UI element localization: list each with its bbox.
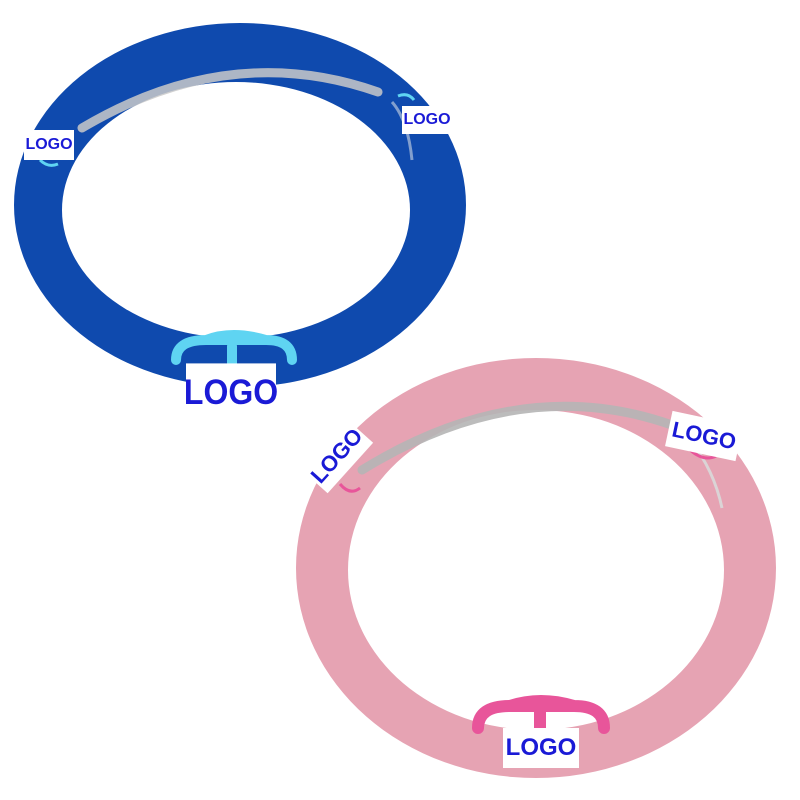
blue-left-accent: [38, 158, 59, 167]
pink-stitch-highlight: [357, 401, 713, 475]
blue-ring: [14, 23, 466, 387]
pink-left-accent: [338, 483, 361, 493]
blue-stitch-highlight: [77, 68, 383, 133]
blue-logo-bottom: LOGO: [184, 363, 278, 421]
pink-logo-bottom: LOGO: [503, 728, 579, 768]
blue-logo-right: LOGO: [402, 106, 452, 134]
blue-logo-left: LOGO: [24, 130, 74, 160]
blue-right-accent: [397, 93, 416, 101]
blue-steering-wheel-cover: [14, 23, 466, 387]
